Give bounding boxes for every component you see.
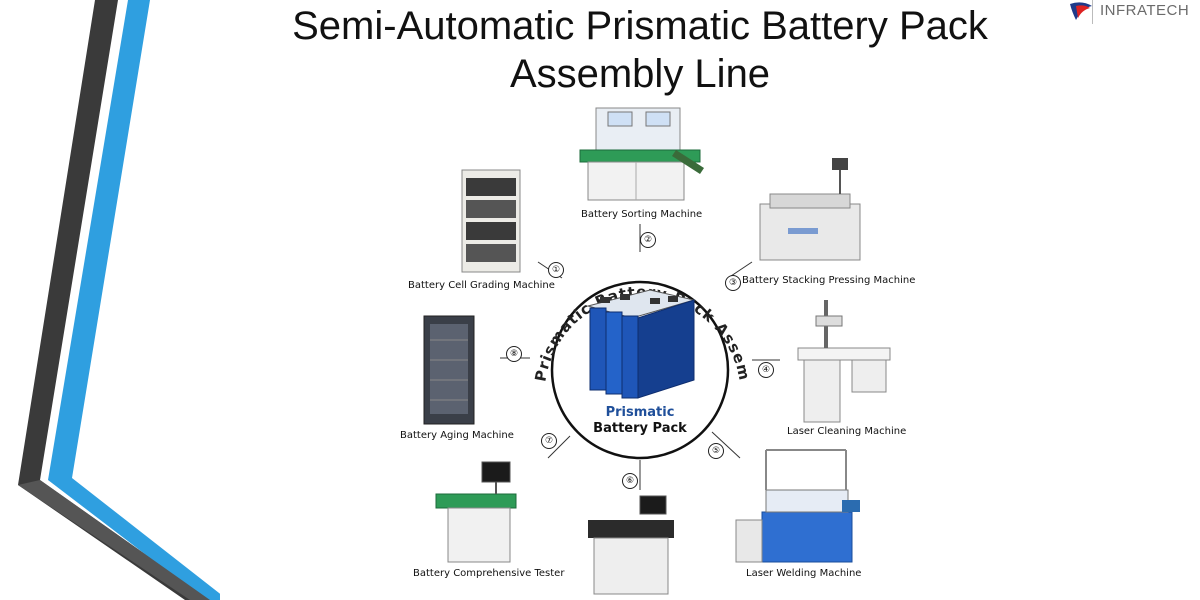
station-number-1: ①	[548, 262, 564, 278]
logo-divider	[1092, 0, 1093, 24]
station-number-7: ⑦	[541, 433, 557, 449]
station-label-8: Battery Aging Machine	[400, 430, 514, 441]
station-number-3: ③	[725, 275, 741, 291]
title-line-2: Assembly Line	[509, 52, 771, 96]
battery-cells-image	[586, 289, 696, 399]
company-logo-icon	[1070, 2, 1092, 21]
decorative-stripes	[18, 0, 220, 600]
station-label-4: Laser Cleaning Machine	[787, 426, 907, 437]
center-label-line-1: Prismatic	[605, 405, 675, 420]
aging-machine-image	[423, 315, 475, 425]
connector-7	[547, 435, 571, 459]
station-label-7: Battery Comprehensive Tester	[413, 568, 565, 579]
station-label-5: Laser Welding Machine	[746, 568, 862, 579]
laser-welding-machine-image	[735, 449, 860, 563]
station-label-2: Battery Sorting Machine	[581, 209, 703, 220]
station-label-1: Battery Cell Grading Machine	[408, 280, 555, 291]
connector-5	[711, 431, 741, 459]
comprehensive-tester-image	[435, 461, 517, 563]
station-number-2: ②	[640, 232, 656, 248]
title-line-1: Semi-Automatic Prismatic Battery Pack	[292, 4, 988, 48]
sorting-machine-image	[579, 107, 704, 201]
station-number-5: ⑤	[708, 443, 724, 459]
page-title: Semi-Automatic Prismatic Battery Pack As…	[200, 2, 1080, 98]
station-label-3: Battery Stacking Pressing Machine	[742, 275, 916, 286]
station-number-8: ⑧	[506, 346, 522, 362]
logo-text: INFRATECH	[1100, 2, 1190, 19]
laser-cleaning-machine-image	[797, 300, 891, 423]
station-number-4: ④	[758, 362, 774, 378]
station-number-6: ⑥	[622, 473, 638, 489]
grading-machine-image	[461, 169, 521, 273]
test-station-image	[588, 495, 674, 595]
center-label-line-2: Battery Pack	[593, 421, 687, 436]
stacking-machine-image	[759, 158, 861, 261]
